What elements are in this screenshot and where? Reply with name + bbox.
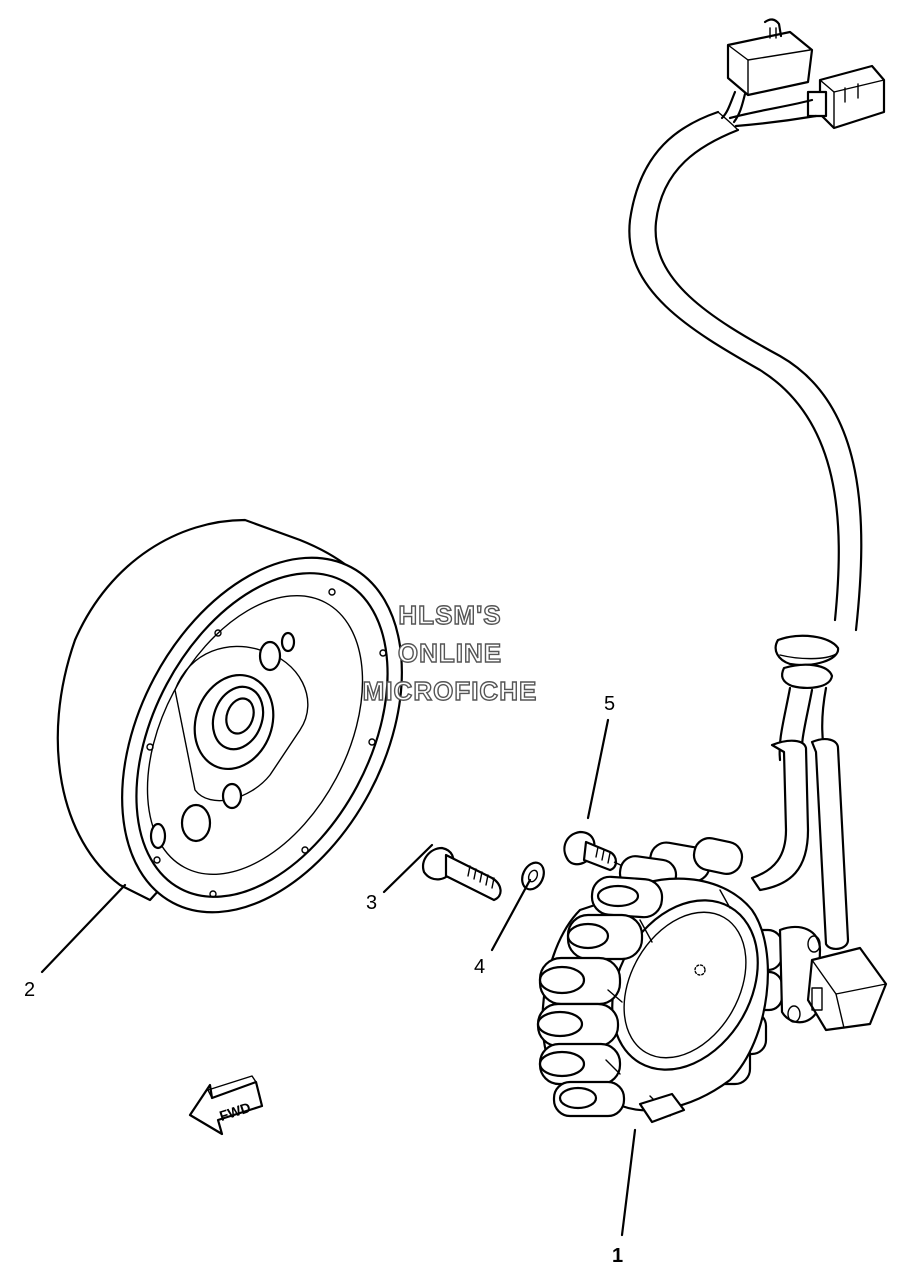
callout-part-4[interactable]: 4 [474,956,485,978]
callout-part-2[interactable]: 2 [24,979,35,1001]
watermark-line-2: ONLINE [398,638,502,668]
connector-lower [806,64,886,130]
watermark-line-1: HLSM'S [398,600,501,630]
stator-coils [536,875,664,1118]
fwd-direction-arrow: FWD [188,1075,264,1136]
callout-part-1[interactable]: 1 [612,1245,623,1267]
wire-harness [628,18,886,950]
rotor-hub [149,631,309,850]
connector-upper [726,18,814,97]
callout-part-3[interactable]: 3 [366,892,377,914]
washer-part-4 [521,861,545,891]
bolt-part-3 [422,846,502,902]
leader-lines [40,718,637,1237]
rim-holes [146,588,387,898]
callout-part-5[interactable]: 5 [604,693,615,715]
watermark: HLSM'S ONLINE MICROFICHE [362,599,538,706]
pickup-sensor [778,925,888,1032]
stator-assembly [536,837,888,1124]
cable-grommet [774,634,840,689]
rotor-flywheel [56,518,403,914]
watermark-line-3: MICROFICHE [363,676,538,706]
arrow-left-icon [188,1080,264,1136]
screw-part-5 [563,830,618,872]
